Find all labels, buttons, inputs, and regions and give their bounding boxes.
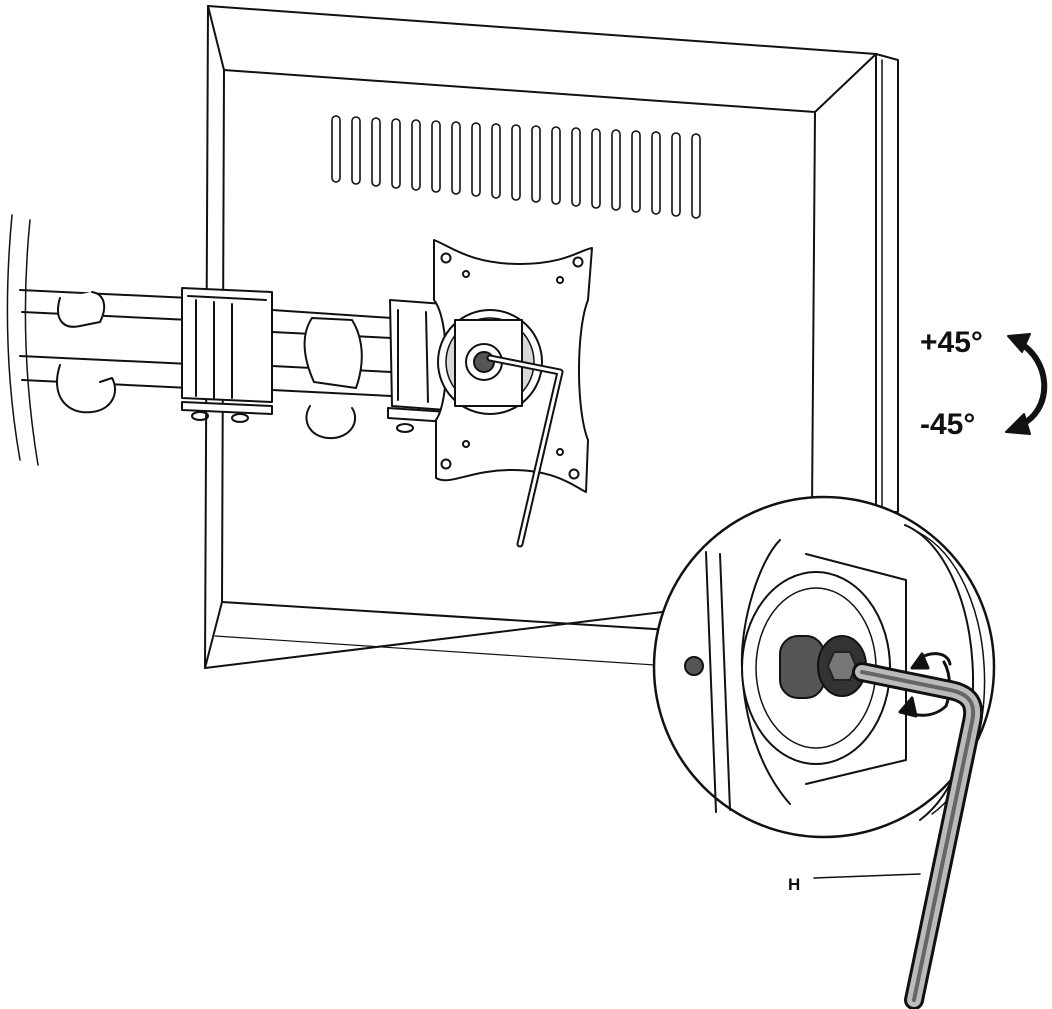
vesa-plate (433, 239, 593, 548)
tilt-down-label: -45° (920, 408, 975, 441)
ventilation-slots (331, 115, 701, 219)
rotate-arrow-icon (898, 652, 952, 718)
tilt-arrow-icon (1005, 333, 1048, 435)
mounting-arm (19, 287, 449, 440)
tilt-up-label: +45° (920, 326, 983, 359)
callout-leader-line (813, 873, 921, 879)
hex-key-tool (852, 662, 984, 1009)
detail-zoom-circle (652, 495, 996, 839)
wall-edge (6, 214, 39, 466)
part-callout-label: H (788, 875, 800, 894)
